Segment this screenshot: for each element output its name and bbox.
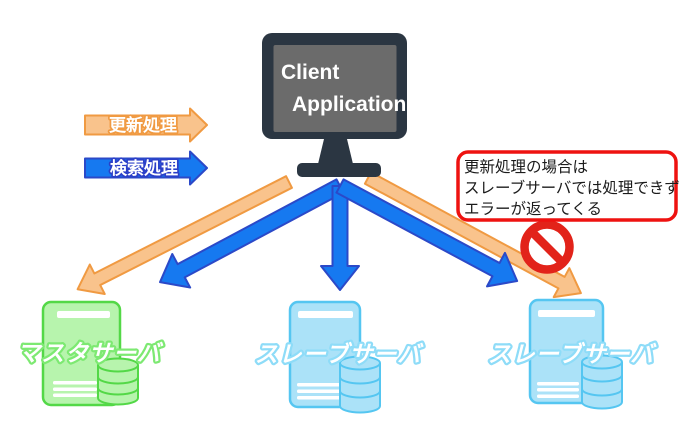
arrow-search-to-slave2 [335, 178, 519, 288]
callout-line3: エラーが返ってくる [464, 200, 602, 218]
search-arrow-shape [84, 150, 208, 186]
search-arrow-shape [335, 178, 519, 288]
server-slot [298, 311, 353, 318]
server-slave2-label: スレーブサーバ [488, 341, 657, 367]
legend-update-arrow: 更新処理 [84, 107, 208, 143]
client-monitor: Client Application [262, 33, 407, 177]
client-text-line1: Client [281, 61, 339, 84]
search-arrow-shape [159, 178, 345, 289]
callout-border [456, 150, 678, 222]
legend-search-label: 検索処理 [110, 158, 178, 178]
prohibition-icon [520, 220, 574, 274]
arrow-search-to-master [159, 178, 345, 289]
prohibition-slash [527, 227, 567, 267]
legend-search-arrow: 検索処理 [84, 150, 208, 186]
arrow-search-to-slave1 [320, 185, 360, 291]
callout-line1: 更新処理の場合は [464, 158, 588, 176]
database-icon [581, 354, 623, 410]
server-slave1-label: スレーブサーバ [255, 341, 424, 367]
database-icon [339, 355, 381, 414]
arrow-update-to-master [76, 175, 293, 295]
monitor-stand-base [297, 163, 381, 177]
legend-update-label: 更新処理 [109, 115, 177, 135]
callout-line2: スレーブサーバでは処理できず [464, 178, 680, 197]
error-callout: 更新処理の場合は スレーブサーバでは処理できず エラーが返ってくる [456, 150, 680, 222]
server-vent-line [53, 387, 97, 391]
server-slot [57, 311, 110, 318]
client-text-line2: Application [292, 93, 406, 116]
update-arrow-shape [84, 107, 208, 143]
server-master: マスタサーバ [15, 300, 165, 407]
monitor-stand-neck [318, 139, 353, 164]
server-vent-line [53, 381, 97, 385]
update-arrow-shape [76, 175, 293, 295]
server-master-label: マスタサーバ [17, 340, 164, 366]
server-vent-line [53, 393, 97, 397]
server-vent-line [537, 388, 579, 392]
server-slave-2: スレーブサーバ [486, 298, 658, 410]
server-vent-line [537, 394, 579, 398]
server-slave-1: スレーブサーバ [253, 300, 425, 414]
monitor-screen [273, 45, 397, 132]
server-vent-line [537, 382, 579, 386]
update-arrow-shape [363, 171, 582, 299]
server-slot [538, 310, 595, 317]
search-arrow-shape [320, 185, 360, 291]
database-icon [97, 357, 139, 406]
arrow-update-to-slave2 [363, 171, 582, 299]
